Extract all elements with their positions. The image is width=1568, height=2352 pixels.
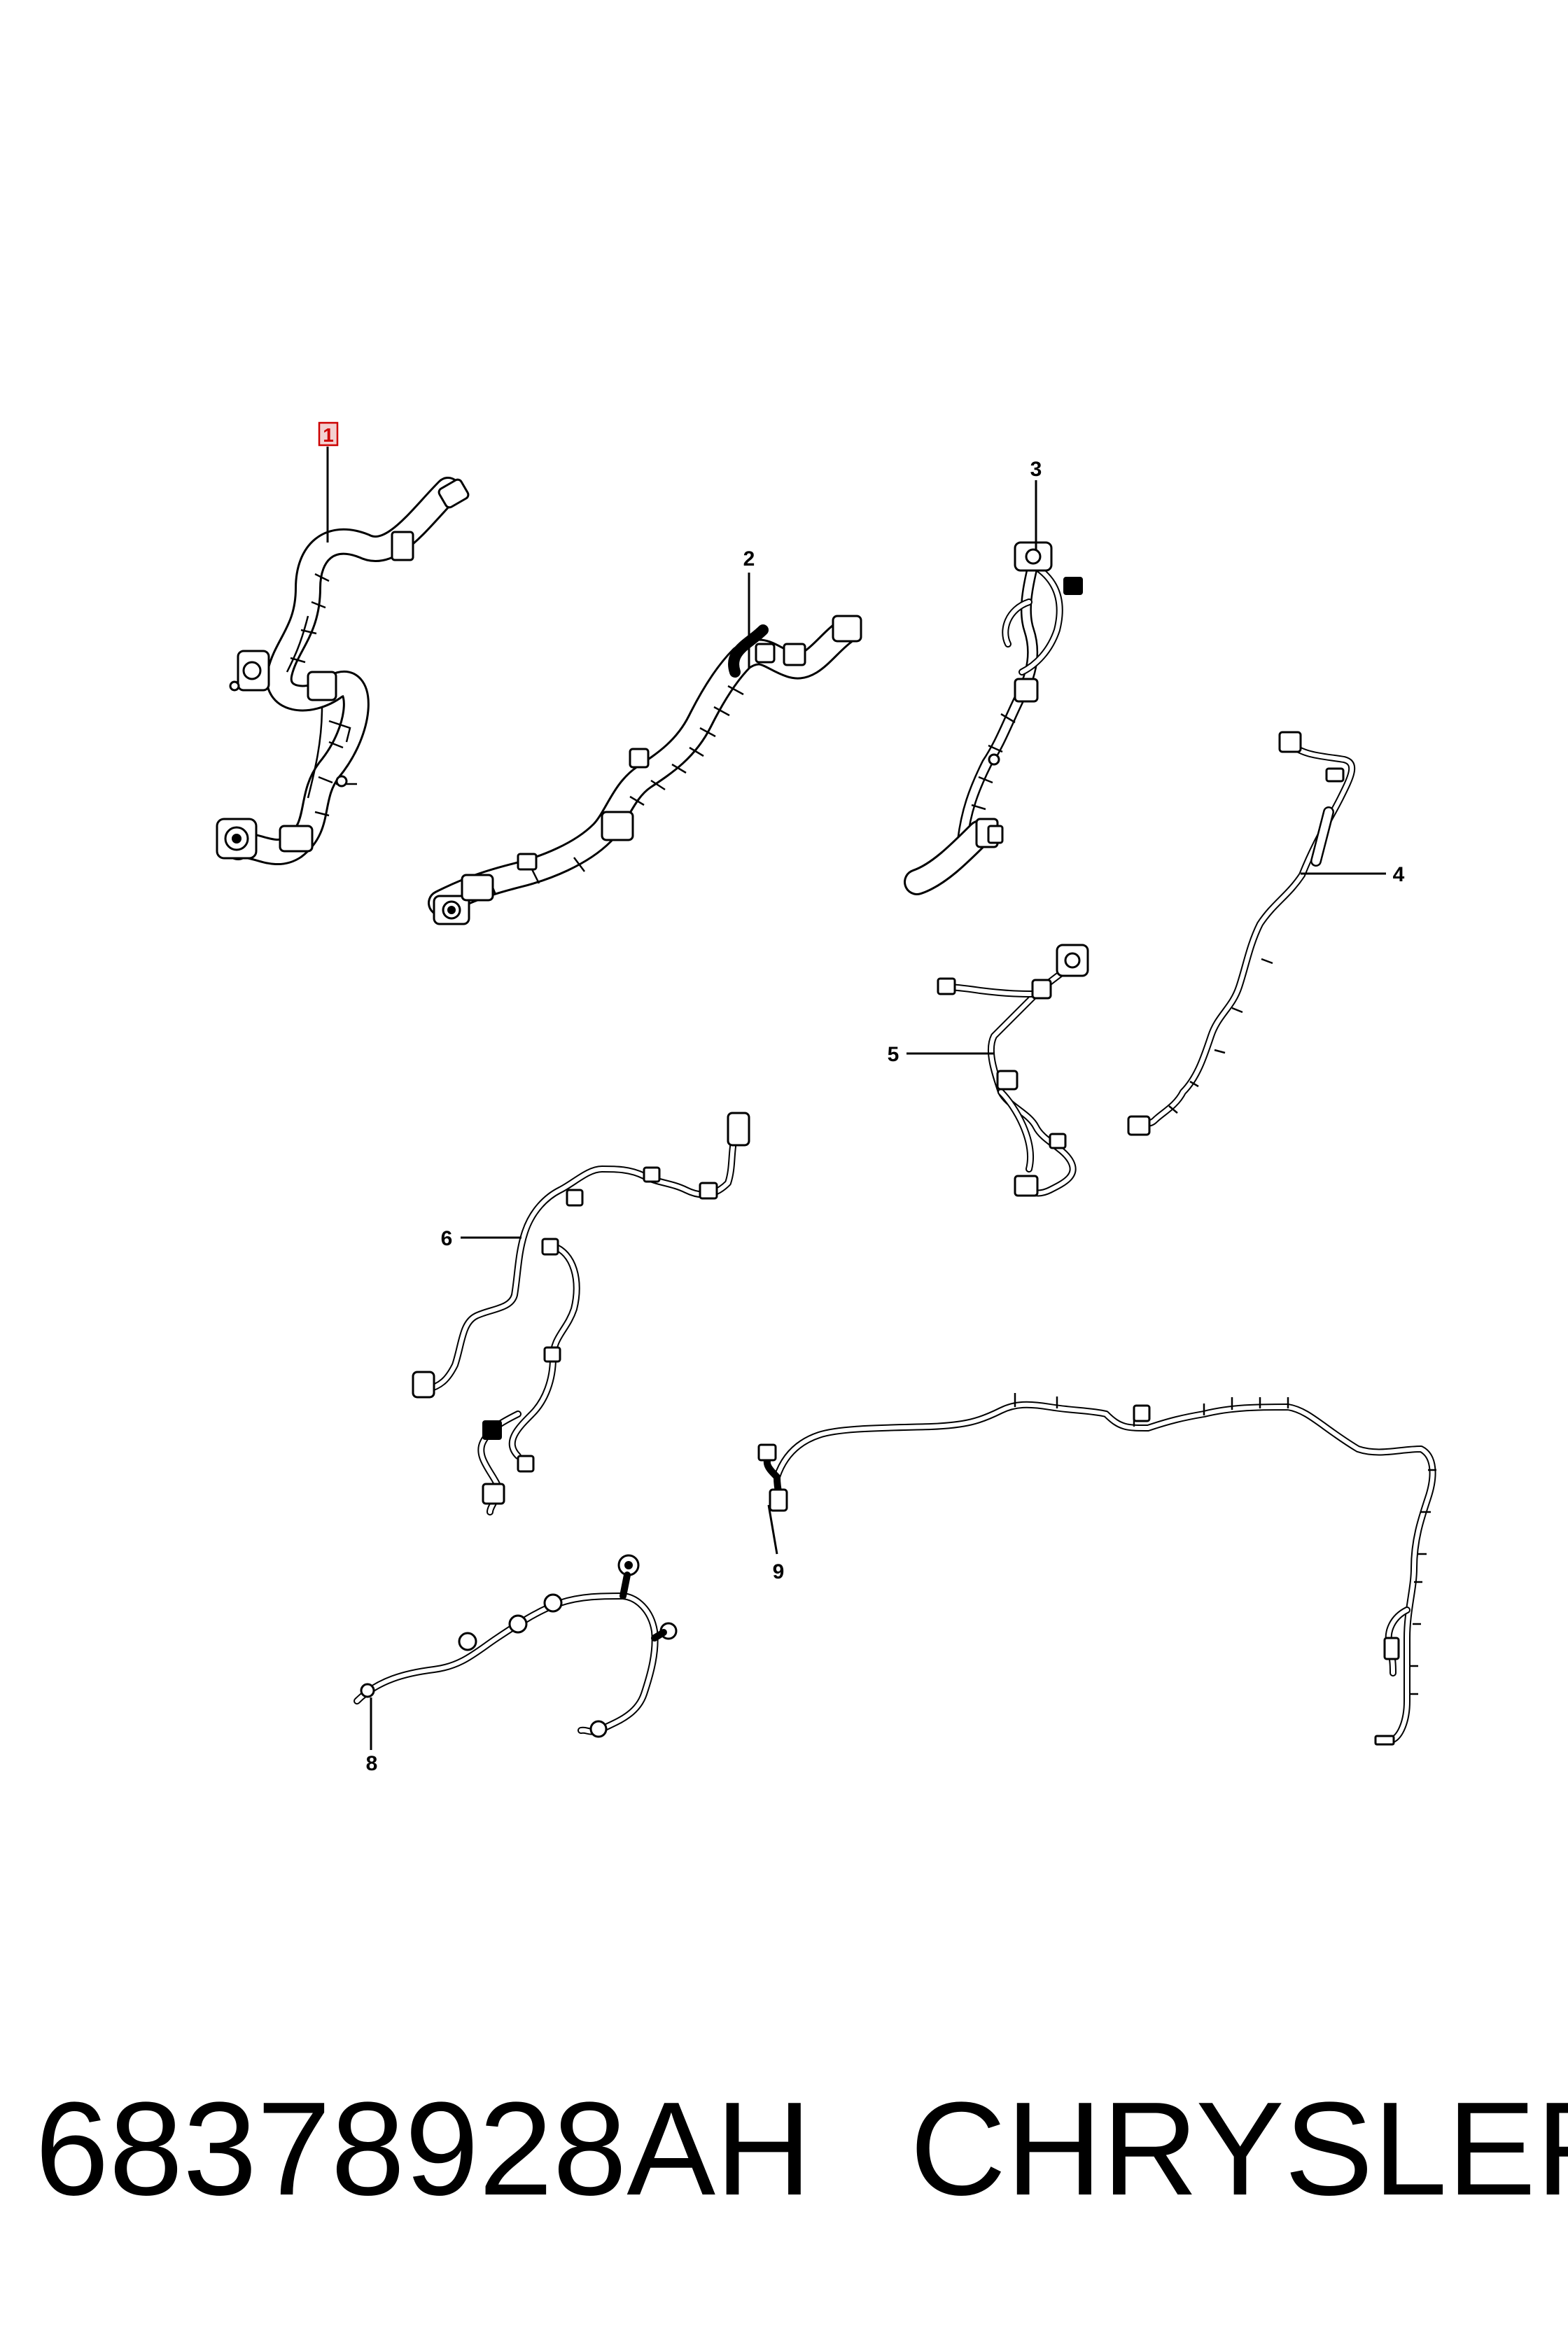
callout-4-label: 4: [1393, 863, 1405, 886]
harness-3: [904, 541, 1083, 895]
callout-4[interactable]: 4: [1301, 863, 1405, 886]
harness-5: [937, 944, 1089, 1197]
harness-4: [1127, 731, 1356, 1136]
callout-1[interactable]: 1: [318, 421, 339, 542]
callout-1-highlight: [318, 421, 339, 447]
callout-3[interactable]: 3: [1030, 458, 1042, 550]
callout-2-label: 2: [743, 547, 755, 570]
harness-8: [354, 1554, 678, 1738]
callout-8[interactable]: 8: [366, 1698, 378, 1775]
callout-1-label: 1: [323, 424, 334, 446]
harness-1: [216, 477, 470, 865]
callout-9-label: 9: [773, 1560, 785, 1583]
part-number: 68378928AH: [35, 2075, 812, 2223]
callout-8-label: 8: [366, 1752, 378, 1775]
callout-6[interactable]: 6: [441, 1227, 522, 1250]
harness-9: [757, 1393, 1436, 1746]
callout-3-label: 3: [1030, 458, 1042, 481]
callout-2[interactable]: 2: [743, 547, 755, 668]
callout-5-label: 5: [888, 1043, 899, 1066]
callout-5[interactable]: 5: [888, 1043, 994, 1066]
harness-6: [412, 1112, 750, 1516]
callout-9[interactable]: 9: [767, 1504, 785, 1583]
harness-2: [428, 615, 862, 925]
brand-name: CHRYSLER: [910, 2075, 1568, 2223]
callout-6-label: 6: [441, 1227, 453, 1250]
